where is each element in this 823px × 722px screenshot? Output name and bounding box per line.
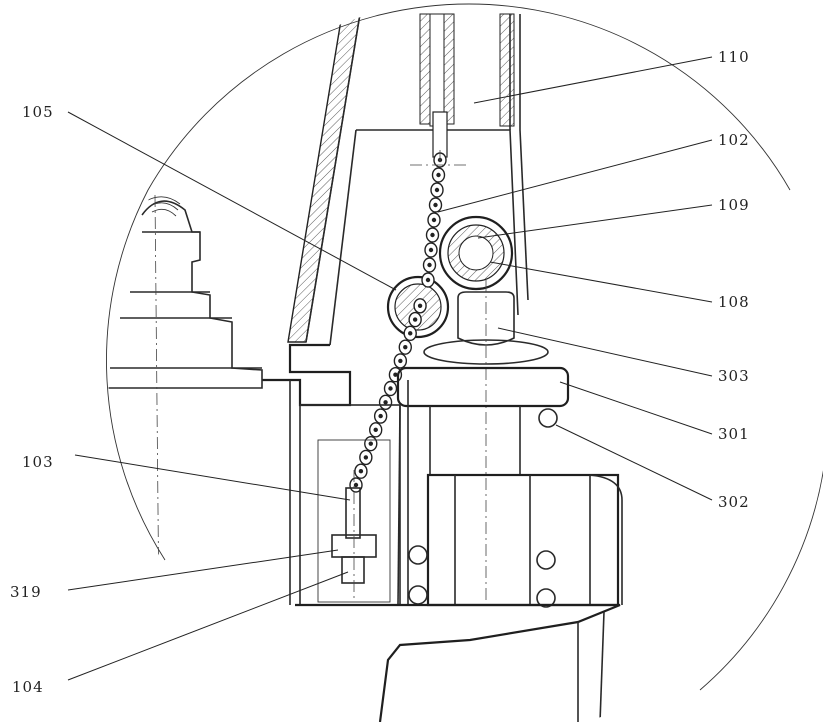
frame-arm <box>287 13 361 343</box>
detail-circle <box>106 3 823 691</box>
ref-110: 110 <box>718 48 750 66</box>
chain-pin <box>434 187 440 193</box>
chain-pin <box>412 317 418 322</box>
chain-pin <box>403 344 408 350</box>
chain-pin <box>417 303 423 308</box>
chain-pin <box>353 482 359 488</box>
leader-lines <box>67 56 713 681</box>
chain-pin <box>388 386 393 391</box>
ref-109: 109 <box>718 196 750 214</box>
ref-303: 303 <box>718 367 750 385</box>
tensioner-bracket <box>262 343 401 606</box>
chain-pin <box>436 172 441 178</box>
ref-104: 104 <box>12 678 44 696</box>
reference-numerals: 110 105 102 109 108 303 103 301 302 319 … <box>10 48 750 696</box>
lower-housing <box>407 380 623 608</box>
chain-pin <box>433 202 438 208</box>
pulley-108 <box>438 215 514 291</box>
ref-102: 102 <box>718 131 750 149</box>
chain-102 <box>349 152 447 493</box>
chain-pin <box>378 413 383 419</box>
ref-108: 108 <box>718 293 750 311</box>
ref-301: 301 <box>718 425 750 443</box>
chain-pin <box>358 469 364 474</box>
chain-pin <box>428 247 434 253</box>
machine-base <box>289 380 621 722</box>
chain-pin <box>427 262 432 268</box>
chain-pin <box>368 441 373 446</box>
chain-pin <box>408 331 413 336</box>
left-column <box>108 194 263 721</box>
chain-pin <box>373 427 378 433</box>
chain-pin <box>393 372 398 377</box>
chain-pin <box>363 455 369 460</box>
chain-pin <box>431 217 437 223</box>
ball-302 <box>538 408 558 428</box>
chain-pin <box>398 358 403 364</box>
ref-105: 105 <box>22 103 54 121</box>
plate-301 <box>396 366 570 475</box>
ref-302: 302 <box>718 493 750 511</box>
chain-pin <box>430 232 435 238</box>
ref-103: 103 <box>22 453 54 471</box>
chain-pin <box>383 400 388 405</box>
ref-319: 319 <box>10 583 42 601</box>
rod-110 <box>419 13 515 158</box>
pivot-block-303 <box>423 280 549 610</box>
chain-pin <box>425 277 431 283</box>
